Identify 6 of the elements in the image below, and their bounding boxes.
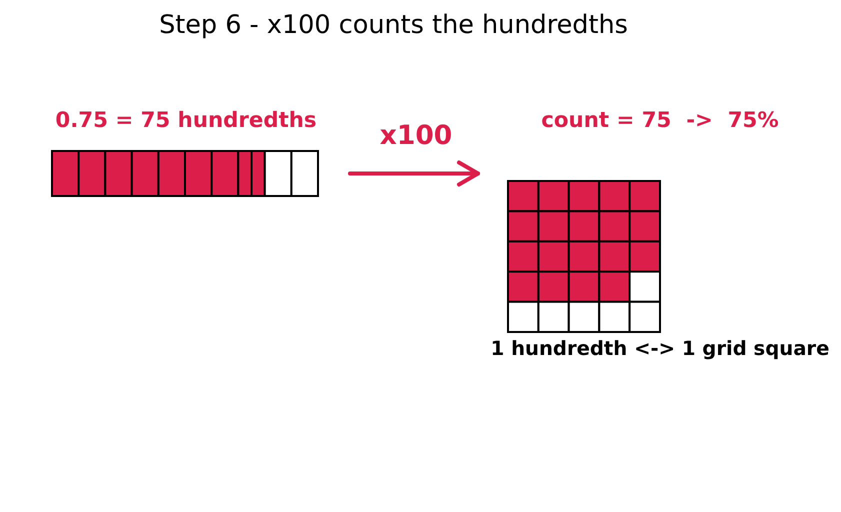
edge-label: x100 — [380, 120, 452, 152]
arrow — [348, 160, 480, 186]
caption-label: 1 hundredth <-> 1 grid square — [490, 336, 830, 361]
heading-label: 0.75 = 75 hundredths — [54, 107, 318, 135]
diagram-title: Step 6 - x100 counts the hundredths — [158, 9, 629, 42]
heading-label: count = 75 -> 75% — [540, 107, 780, 135]
